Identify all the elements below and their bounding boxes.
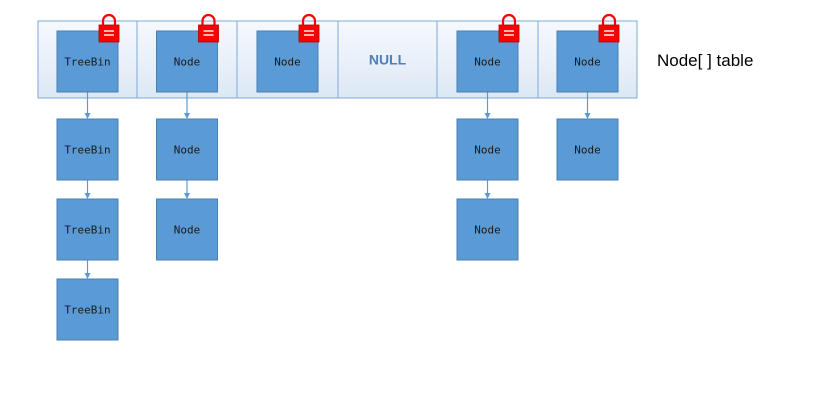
- slot-4-chain-node-0-label: Node: [474, 144, 501, 157]
- lock-icon-slot-2-shackle: [301, 13, 317, 26]
- slot-4-chain-node-0: Node: [456, 118, 519, 181]
- slot-0-chain-node-1: TreeBin: [56, 198, 119, 261]
- slot-5-chain-node-0-label: Node: [574, 144, 601, 157]
- slot-5-chain-node-0-box: [556, 118, 619, 181]
- slot-0-chain-node-0: TreeBin: [56, 118, 119, 181]
- lock-icon-slot-0-shackle: [101, 13, 117, 26]
- lock-icon-slot-0: [98, 13, 120, 43]
- slot-0-chain-node-2-box: [56, 278, 119, 341]
- lock-icon-slot-4: [498, 13, 520, 43]
- slot-0-head-node-label: TreeBin: [64, 56, 110, 69]
- slot-5-chain-node-0: Node: [556, 118, 619, 181]
- lock-icon-slot-5-shackle: [601, 13, 617, 26]
- slot-0-chain-node-2-label: TreeBin: [64, 304, 110, 317]
- slot-0-chain-node-2: TreeBin: [56, 278, 119, 341]
- lock-icon-slot-2-body: [298, 24, 320, 43]
- lock-icon-slot-2: [298, 13, 320, 43]
- slot-0-chain-node-0-box: [56, 118, 119, 181]
- table-label: Node[ ] table: [657, 51, 753, 70]
- slot-1-chain-node-1-label: Node: [174, 224, 201, 237]
- slot-0-chain-node-0-label: TreeBin: [64, 144, 110, 157]
- chain-arrows: [84, 92, 591, 279]
- slot-1-chain-node-0-label: Node: [174, 144, 201, 157]
- slot-4-chain-node-0-box: [456, 118, 519, 181]
- lock-icon-slot-0-body: [98, 24, 120, 43]
- slot-2-head-node-label: Node: [274, 56, 301, 69]
- lock-icon-slot-5: [598, 13, 620, 43]
- slot-1-head-node-label: Node: [174, 56, 201, 69]
- slot-4-chain-node-1: Node: [456, 198, 519, 261]
- slot-0-chain-node-1-label: TreeBin: [64, 224, 110, 237]
- locks: [98, 13, 620, 43]
- slot-1-chain-node-1-box: [156, 198, 218, 261]
- slot-4-chain-node-1-label: Node: [474, 224, 501, 237]
- table-slots: NULL: [37, 20, 638, 99]
- slot-1-chain-node-0-box: [156, 118, 218, 181]
- lock-icon-slot-5-body: [598, 24, 620, 43]
- slot-0-chain-node-1-box: [56, 198, 119, 261]
- slot-1-chain-node-0: Node: [156, 118, 218, 181]
- lock-icon-slot-1: [198, 13, 219, 43]
- lock-icon-slot-4-body: [498, 24, 520, 43]
- slot-5-head-node-label: Node: [574, 56, 601, 69]
- table-slot-3: [337, 20, 438, 99]
- slot-4-head-node-label: Node: [474, 56, 501, 69]
- lock-icon-slot-1-body: [198, 24, 219, 43]
- lock-icon-slot-1-shackle: [201, 13, 216, 26]
- lock-icon-slot-4-shackle: [501, 13, 517, 26]
- slot-1-chain-node-1: Node: [156, 198, 218, 261]
- null-slot-label: NULL: [369, 52, 407, 68]
- slot-4-chain-node-1-box: [456, 198, 519, 261]
